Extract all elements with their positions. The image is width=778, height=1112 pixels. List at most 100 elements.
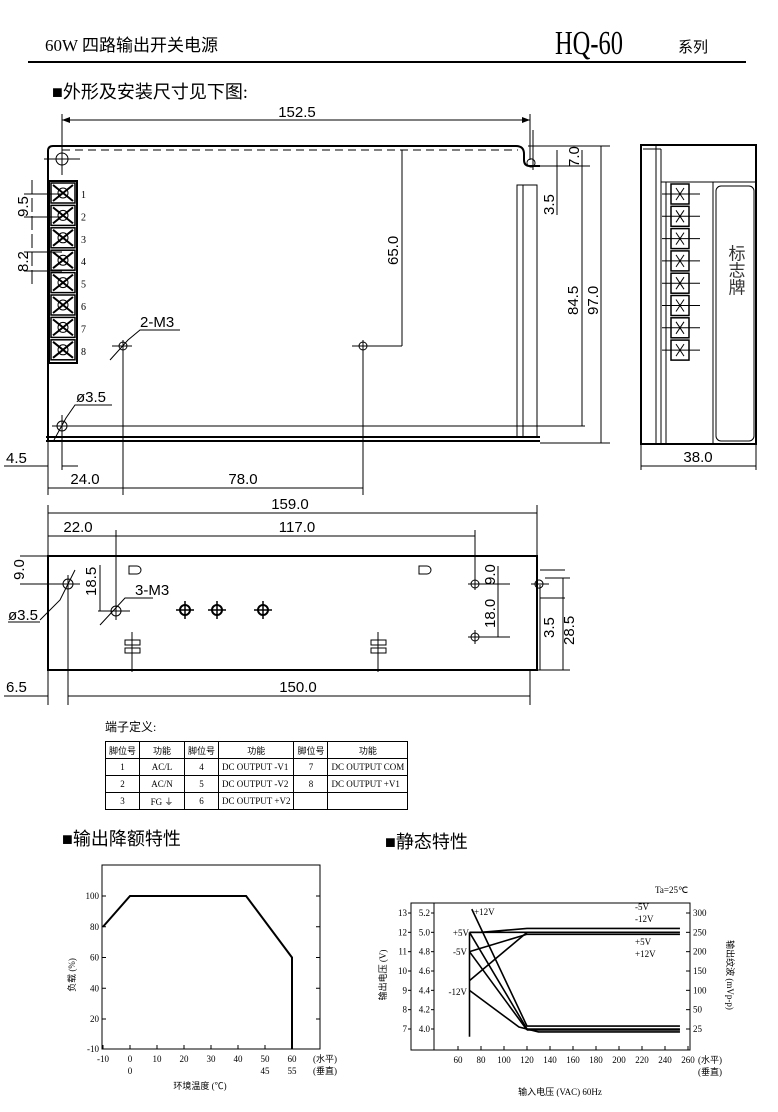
series-label-left: +5V [453,928,470,938]
table-cell [293,792,329,810]
y-tick-label: 60 [90,953,100,963]
x-axis-label: 环境温度 (℃) [173,1080,226,1091]
x-tick-label: 160 [566,1055,580,1065]
series-line [469,933,680,953]
table-cell: DC OUTPUT -V2 [218,775,295,793]
x-tick-label-vertical: 45 [261,1066,271,1076]
table-cell: 5 [184,775,220,793]
dim-65: 65.0 [385,236,402,265]
table-cell: 8 [293,775,329,793]
x-tick-label: 50 [261,1054,271,1064]
y-tick-label-right: 50 [693,1005,703,1015]
terminal-number: 3 [81,235,86,246]
y-tick-label-inner: 4.4 [419,985,431,995]
x-tick-label: 40 [234,1054,244,1064]
dim-38-0: 38.0 [683,449,712,466]
table-cell: DC OUTPUT +V1 [327,775,409,793]
y-tick-label-inner: 4.8 [419,947,431,957]
x-tick-label: 180 [589,1055,603,1065]
header-cell: 功能 [218,741,295,759]
x-tick-label-vertical: 55 [288,1066,298,1076]
x-tick-label: 20 [180,1054,190,1064]
terminal-number: 1 [81,190,86,201]
dim-3-5-bottom: 3.5 [541,617,558,638]
label-3-m3: 3-M3 [135,582,169,599]
table-cell: 2 [104,775,141,793]
x-tick-label-vertical: 0 [128,1066,133,1076]
dim-4-5: 4.5 [6,450,27,467]
series-label-left: -5V [453,947,467,957]
x-tick-label: 80 [477,1055,487,1065]
x-tick-label: 140 [543,1055,557,1065]
label-plate-text: 标志牌 [726,244,746,295]
x-tick-label: 10 [153,1054,163,1064]
table-cell: 4 [184,758,220,776]
terminal-def-title: 端子定义: [105,719,156,734]
terminal-number: 5 [81,280,86,291]
y-tick-label-inner: 5.0 [419,927,431,937]
terminal-number: 6 [81,302,86,313]
x-tick-label: 220 [635,1055,649,1065]
y-tick-label-outer: 12 [398,927,407,937]
x-tick-label: -10 [97,1054,109,1064]
chart-annotation: Ta=25℃ [655,885,688,895]
series-line [471,908,680,1027]
dim-78-0: 78.0 [228,471,257,488]
model-name: HQ-60 [555,25,623,62]
y-tick-label-inner: 4.0 [419,1024,431,1034]
section-static-heading: ■静态特性 [385,832,468,852]
y-tick-label-outer: 8 [403,1005,408,1015]
table-cell: 6 [184,792,220,810]
y-tick-label-inner: 4.2 [419,1005,430,1015]
table-row: 3 FG ⏚ 6 DC OUTPUT +V2 [104,792,409,810]
y-tick-label-right: 200 [693,947,707,957]
x-tick-label: 240 [658,1055,672,1065]
y-tick-label-right: 300 [693,908,707,918]
table-cell: DC OUTPUT COM [327,758,409,776]
dim-22-0: 22.0 [63,519,92,536]
y-tick-label-outer: 10 [398,966,408,976]
x-tick-label: 0 [128,1054,133,1064]
x-tick-label: 120 [520,1055,534,1065]
table-cell: DC OUTPUT -V1 [218,758,295,776]
x-axis-label: 输入电压 (VAC) 60Hz [518,1086,602,1097]
table-cell: 7 [293,758,329,776]
dim-9-0-right: 9.0 [482,564,499,585]
dim-150-0: 150.0 [279,679,317,696]
y-tick-label-outer: 7 [403,1024,408,1034]
x-tick-label: 260 [681,1055,695,1065]
dim-6-5: 6.5 [6,679,27,696]
y-tick-label-right: 150 [693,966,707,976]
y-axis-label: 负载 (%) [66,958,77,992]
dim-24-0: 24.0 [70,471,99,488]
terminal-number: 2 [81,212,86,223]
dim-117-0: 117.0 [279,519,315,536]
series-label-right: -5V [635,902,649,912]
dim-18-5: 18.5 [83,567,100,596]
x-row-label: (水平) [698,1054,722,1065]
table-row: 2 AC/N 5 DC OUTPUT -V2 8 DC OUTPUT +V1 [104,775,409,793]
y-tick-label: 100 [86,891,100,901]
header-cell: 脚位号 [104,741,141,759]
y-tick-label-outer: 13 [398,908,408,918]
y-tick-label-right: 25 [693,1024,703,1034]
dim-84-5: 84.5 [565,286,582,315]
y-tick-label-inner: 5.2 [419,908,430,918]
table-cell [327,792,409,810]
label-hole-dia-bottom: ø3.5 [8,607,38,624]
series-label-left: +12V [474,907,495,917]
series-label-right: +12V [635,949,656,959]
series-line [468,951,528,1031]
series-line-load [102,895,293,1049]
series-label-left: -12V [449,987,468,997]
terminal-number: 7 [81,324,86,335]
series-label-right: +5V [635,937,652,947]
dim-18-0: 18.0 [482,599,499,628]
chart-frame [410,902,691,1051]
y-tick-label: -10 [87,1044,99,1054]
section-derating-heading: ■输出降额特性 [62,829,181,849]
table-cell: 3 [104,792,141,810]
terminal-block [48,180,78,364]
